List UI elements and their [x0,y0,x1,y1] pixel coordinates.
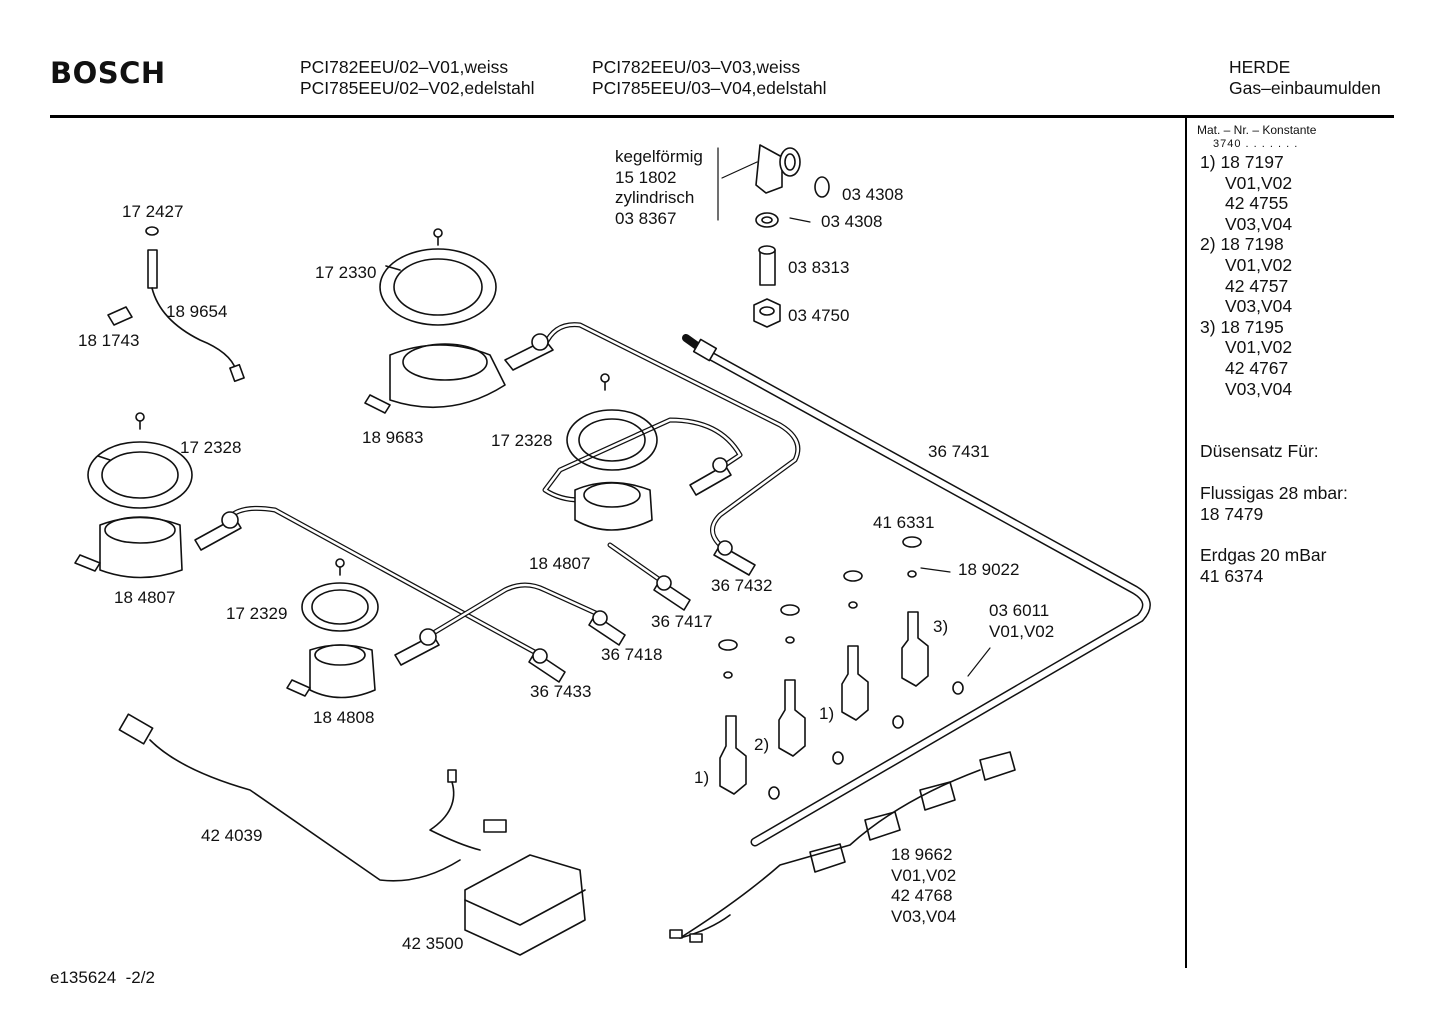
label-181743: 18 1743 [78,331,140,350]
variant-list: 1) 18 7197 V01,V02 42 4755 V03,V04 2) 18… [1200,152,1292,399]
ref-1b: 1) [694,768,710,787]
variant-tag: V01,V02 [1225,337,1293,358]
variant-row: 3) 18 7195 [1200,317,1292,338]
label-036011-variant: V01,V02 [989,622,1055,641]
label-038313: 03 8313 [788,258,850,277]
model-line: PCI782EEU/02–V01,weiss [300,57,509,77]
connector-parts [753,144,830,328]
variant-part: 18 7195 [1220,316,1284,337]
burner-medium-center [566,373,658,531]
label-424768-variant: V03,V04 [891,907,957,926]
label-034308a: 03 4308 [842,185,904,204]
ref-2: 2) [754,735,770,754]
label-423500: 42 3500 [402,934,464,953]
sidebar-divider [1185,118,1187,968]
ref-3: 3) [933,617,949,636]
lpg-label: Flussigas 28 mbar: [1200,483,1348,503]
model-line: PCI782EEU/03–V03,weiss [592,57,801,77]
label-367418: 36 7418 [601,645,663,664]
label-034308b: 03 4308 [821,212,883,231]
ignition-harness [669,751,1016,943]
variant-part: 42 4767 [1225,357,1289,378]
category: HERDE [1229,57,1291,77]
label-zyl-no: 03 8367 [615,209,677,228]
natgas-part: 41 6374 [1200,566,1264,586]
label-kegel-no: 15 1802 [615,168,677,187]
variant-tag: V03,V04 [1225,378,1293,399]
variant-tag: V03,V04 [1225,296,1293,317]
label-zyl: zylindrisch [615,188,695,207]
label-172427: 17 2427 [122,202,184,221]
gas-main-pipe [682,334,1151,847]
exploded-view-drawing [74,144,1151,956]
variant-part: 18 7197 [1220,152,1284,172]
thermocouple [107,226,245,383]
header-rule [50,115,1394,118]
natgas-label: Erdgas 20 mBar [1200,545,1327,565]
label-367417: 36 7417 [651,612,713,631]
label-036011: 03 6011 [989,601,1050,620]
label-416331: 41 6331 [873,513,935,532]
label-184807a: 18 4807 [529,554,591,573]
label-172330: 17 2330 [315,263,377,282]
label-172328a: 17 2328 [491,431,553,450]
ref-1a: 1) [819,704,835,723]
ignition-cable [118,713,586,956]
label-189654: 18 9654 [166,302,228,321]
label-034750: 03 4750 [788,306,850,325]
model-line: PCI785EEU/02–V02,edelstahl [300,78,535,98]
category-block: HERDE Gas–einbaumulden [1229,57,1381,99]
variant-ref: 1) [1200,152,1216,172]
label-367431: 36 7431 [928,442,990,461]
page-number: -2/2 [125,968,155,987]
variant-part: 42 4755 [1225,193,1289,214]
gas-tubes [229,322,801,658]
drawing-code: e135624 -2/2 [50,968,155,988]
lpg-part: 18 7479 [1200,504,1264,524]
variant-row: 1) 18 7197 [1200,152,1292,173]
variant-part: 18 7198 [1220,234,1284,255]
drawing-number: e135624 [50,968,117,987]
label-184808: 18 4808 [313,708,375,727]
label-424039: 42 4039 [201,826,263,845]
label-172329: 17 2329 [226,604,288,623]
label-189662: 18 9662 [891,845,953,864]
burner-left [74,412,193,579]
variant-tag: V03,V04 [1225,213,1293,234]
model-list-2: PCI782EEU/03–V03,weiss PCI785EEU/03–V04,… [592,57,826,99]
label-367432: 36 7432 [711,576,773,595]
brand-logo: BOSCH [50,56,166,90]
label-172328b: 17 2328 [180,438,242,457]
model-list-1: PCI782EEU/02–V01,weiss PCI785EEU/02–V02,… [300,57,534,99]
variant-ref: 2) [1200,234,1216,255]
label-424768: 42 4768 [891,886,953,905]
tube-fittings [194,333,756,683]
variant-part: 42 4757 [1225,275,1289,296]
variant-tag: V01,V02 [1225,254,1293,275]
burner-small [286,558,379,699]
burner-large [364,228,506,414]
label-189022: 18 9022 [958,560,1020,579]
leader-lines [717,147,991,677]
gas-valves [718,536,964,800]
variant-ref: 3) [1200,316,1216,337]
mat-prefix: 3740 . . . . . . . [1213,138,1299,150]
label-184807b: 18 4807 [114,588,176,607]
subcategory: Gas–einbaumulden [1229,78,1381,98]
nozzle-heading: Düsensatz Für: [1200,441,1319,461]
label-367433: 36 7433 [530,682,592,701]
label-189662-variant: V01,V02 [891,866,957,885]
model-line: PCI785EEU/03–V04,edelstahl [592,78,827,98]
variant-row: 2) 18 7198 [1200,234,1292,255]
label-189683: 18 9683 [362,428,424,447]
variant-tag: V01,V02 [1225,172,1293,193]
label-kegel: kegelförmig [615,147,703,166]
mat-heading: Mat. – Nr. – Konstante [1197,123,1317,137]
